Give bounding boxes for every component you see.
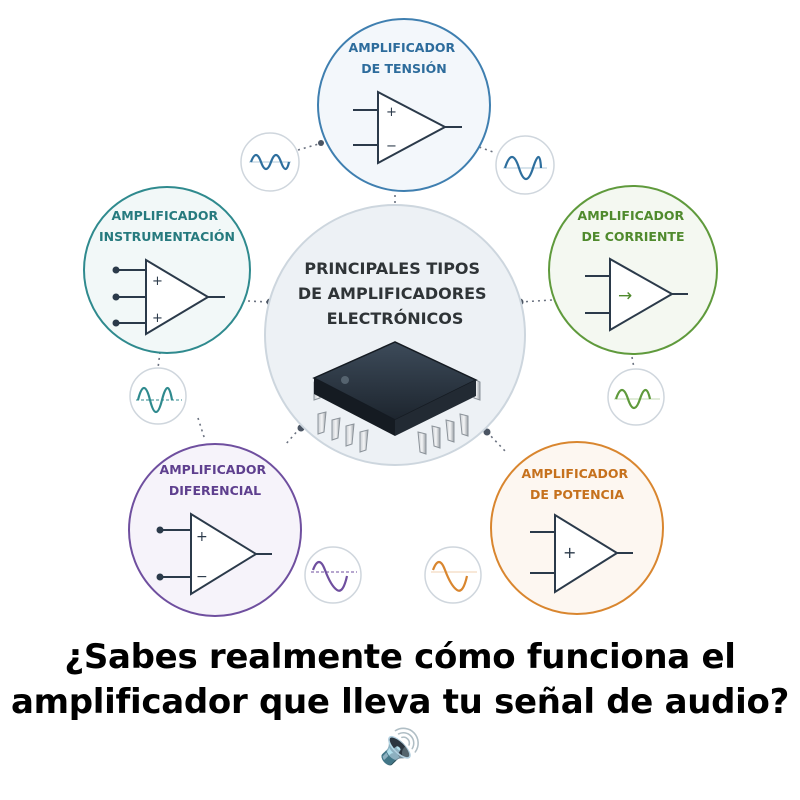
node-instrum-title-2: INSTRUMENTACIÓN [99, 229, 235, 244]
waveform-badge-potencia [424, 546, 482, 604]
node-instrum-title-1: AMPLIFICADOR [112, 208, 219, 223]
svg-text:AMPLIFICADOR DE TENSIÓN: AMPLIFICADOR DE TENSIÓN [349, 40, 460, 76]
waveform-badge-instrumentacion [129, 367, 187, 425]
node-tension: AMPLIFICADOR DE TENSIÓN + − [317, 18, 491, 192]
waveform-badge-tension-left [240, 132, 300, 192]
node-diferencial-title-2: DIFERENCIAL [169, 483, 261, 498]
opamp-minus-sign: − [386, 139, 397, 154]
current-arrow-icon: → [618, 286, 632, 306]
input-terminals [112, 266, 120, 327]
opamp-triangle-icon [585, 257, 688, 332]
waveform-badge-corriente [607, 368, 665, 426]
input-terminals [156, 526, 164, 581]
node-diferencial: AMPLIFICADOR DIFERENCIAL + − [128, 443, 302, 617]
center-title-line-3: ELECTRÓNICOS [327, 309, 464, 328]
center-title: PRINCIPALES TIPOS DE AMPLIFICADORES ELEC… [298, 259, 492, 328]
svg-text:AMPLIFICADOR DE CORRIENT: AMPLIFICADOR DE CORRIENTE [578, 208, 689, 244]
node-corriente-title-2: DE CORRIENTE [581, 229, 684, 244]
center-title-line-2: DE AMPLIFICADORES [298, 284, 487, 303]
node-potencia: AMPLIFICADOR DE POTENCIA + [490, 441, 664, 615]
node-potencia-title-2: DE POTENCIA [530, 487, 624, 502]
waveform-badge-tension-right [495, 135, 555, 195]
connector-lines [157, 142, 635, 453]
node-diferencial-title-1: AMPLIFICADOR [160, 462, 267, 477]
svg-text:AMPLIFICADOR DE POTENCIA: AMPLIFICADOR DE POTENCIA [522, 466, 633, 502]
opamp-plus-sign: + [386, 105, 397, 120]
node-corriente-title-1: AMPLIFICADOR [578, 208, 685, 223]
opamp-plus-sign-2: + [152, 311, 163, 326]
waveform-badge-diferencial [304, 546, 362, 604]
opamp-minus-sign: − [196, 569, 208, 585]
opamp-triangle-icon [530, 513, 633, 594]
chip-icon [312, 341, 481, 455]
amplifier-types-diagram: PRINCIPALES TIPOS DE AMPLIFICADORES ELEC… [83, 18, 718, 617]
opamp-plus-sign: + [563, 543, 576, 562]
opamp-plus-sign: + [196, 529, 208, 545]
node-instrumentacion: AMPLIFICADOR INSTRUMENTACIÓN + + [83, 186, 251, 354]
opamp-plus-sign-1: + [152, 274, 163, 289]
opamp-triangle-icon [116, 258, 225, 336]
svg-text:AMPLIFICADOR DIFERENCIAL: AMPLIFICADOR DIFERENCIAL [160, 462, 271, 498]
node-corriente: AMPLIFICADOR DE CORRIENTE → [548, 185, 718, 355]
node-potencia-title-1: AMPLIFICADOR [522, 466, 629, 481]
center-title-line-1: PRINCIPALES TIPOS [304, 259, 480, 278]
svg-text:AMPLIFICADOR INSTRUMENTA: AMPLIFICADOR INSTRUMENTACIÓN [99, 208, 235, 244]
opamp-triangle-icon [160, 512, 272, 596]
node-tension-title-1: AMPLIFICADOR [349, 40, 456, 55]
headline-text: ¿Sabes realmente cómo funciona el amplif… [10, 637, 789, 767]
node-tension-title-2: DE TENSIÓN [361, 61, 447, 76]
opamp-triangle-icon [353, 90, 462, 165]
